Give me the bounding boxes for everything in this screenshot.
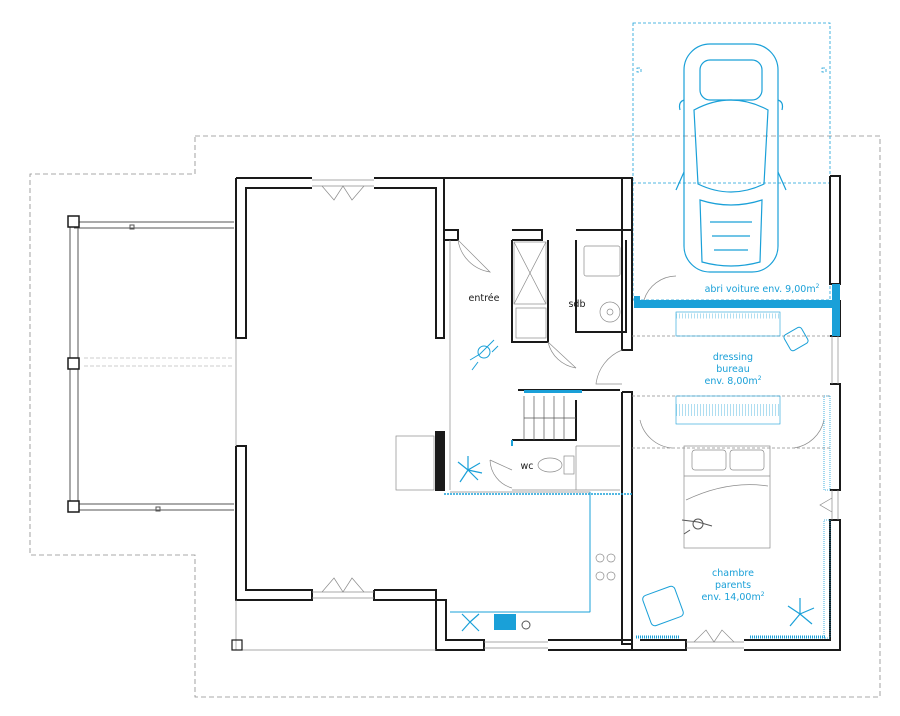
carport-outline — [632, 22, 831, 301]
accents — [444, 43, 840, 639]
room-label-chambre: chambre parents env. 14,00m2 — [701, 568, 764, 603]
room-label-wc: wc — [521, 461, 534, 472]
room-label-sdb: sdb — [568, 299, 585, 310]
dressing-line-1: dressing — [713, 352, 753, 363]
roof-outline — [29, 135, 881, 698]
plant-icon — [457, 456, 815, 632]
car-icon — [675, 43, 787, 273]
room-label-dressing: dressing bureau env. 8,00m2 — [704, 352, 761, 387]
room-label-carport: abri voiture env. 9,00m2 — [705, 283, 820, 295]
dressing-line-2: bureau — [716, 364, 749, 375]
chambre-line-2: parents — [715, 580, 751, 591]
terrace-pergola — [67, 215, 234, 513]
dressing-line-3: env. 8,00m2 — [704, 375, 761, 387]
armchair-icon — [642, 326, 809, 627]
room-label-entree: entrée — [469, 293, 500, 304]
chambre-line-3: env. 14,00m2 — [701, 591, 764, 603]
person-icon — [469, 339, 713, 535]
chambre-line-1: chambre — [712, 568, 754, 579]
